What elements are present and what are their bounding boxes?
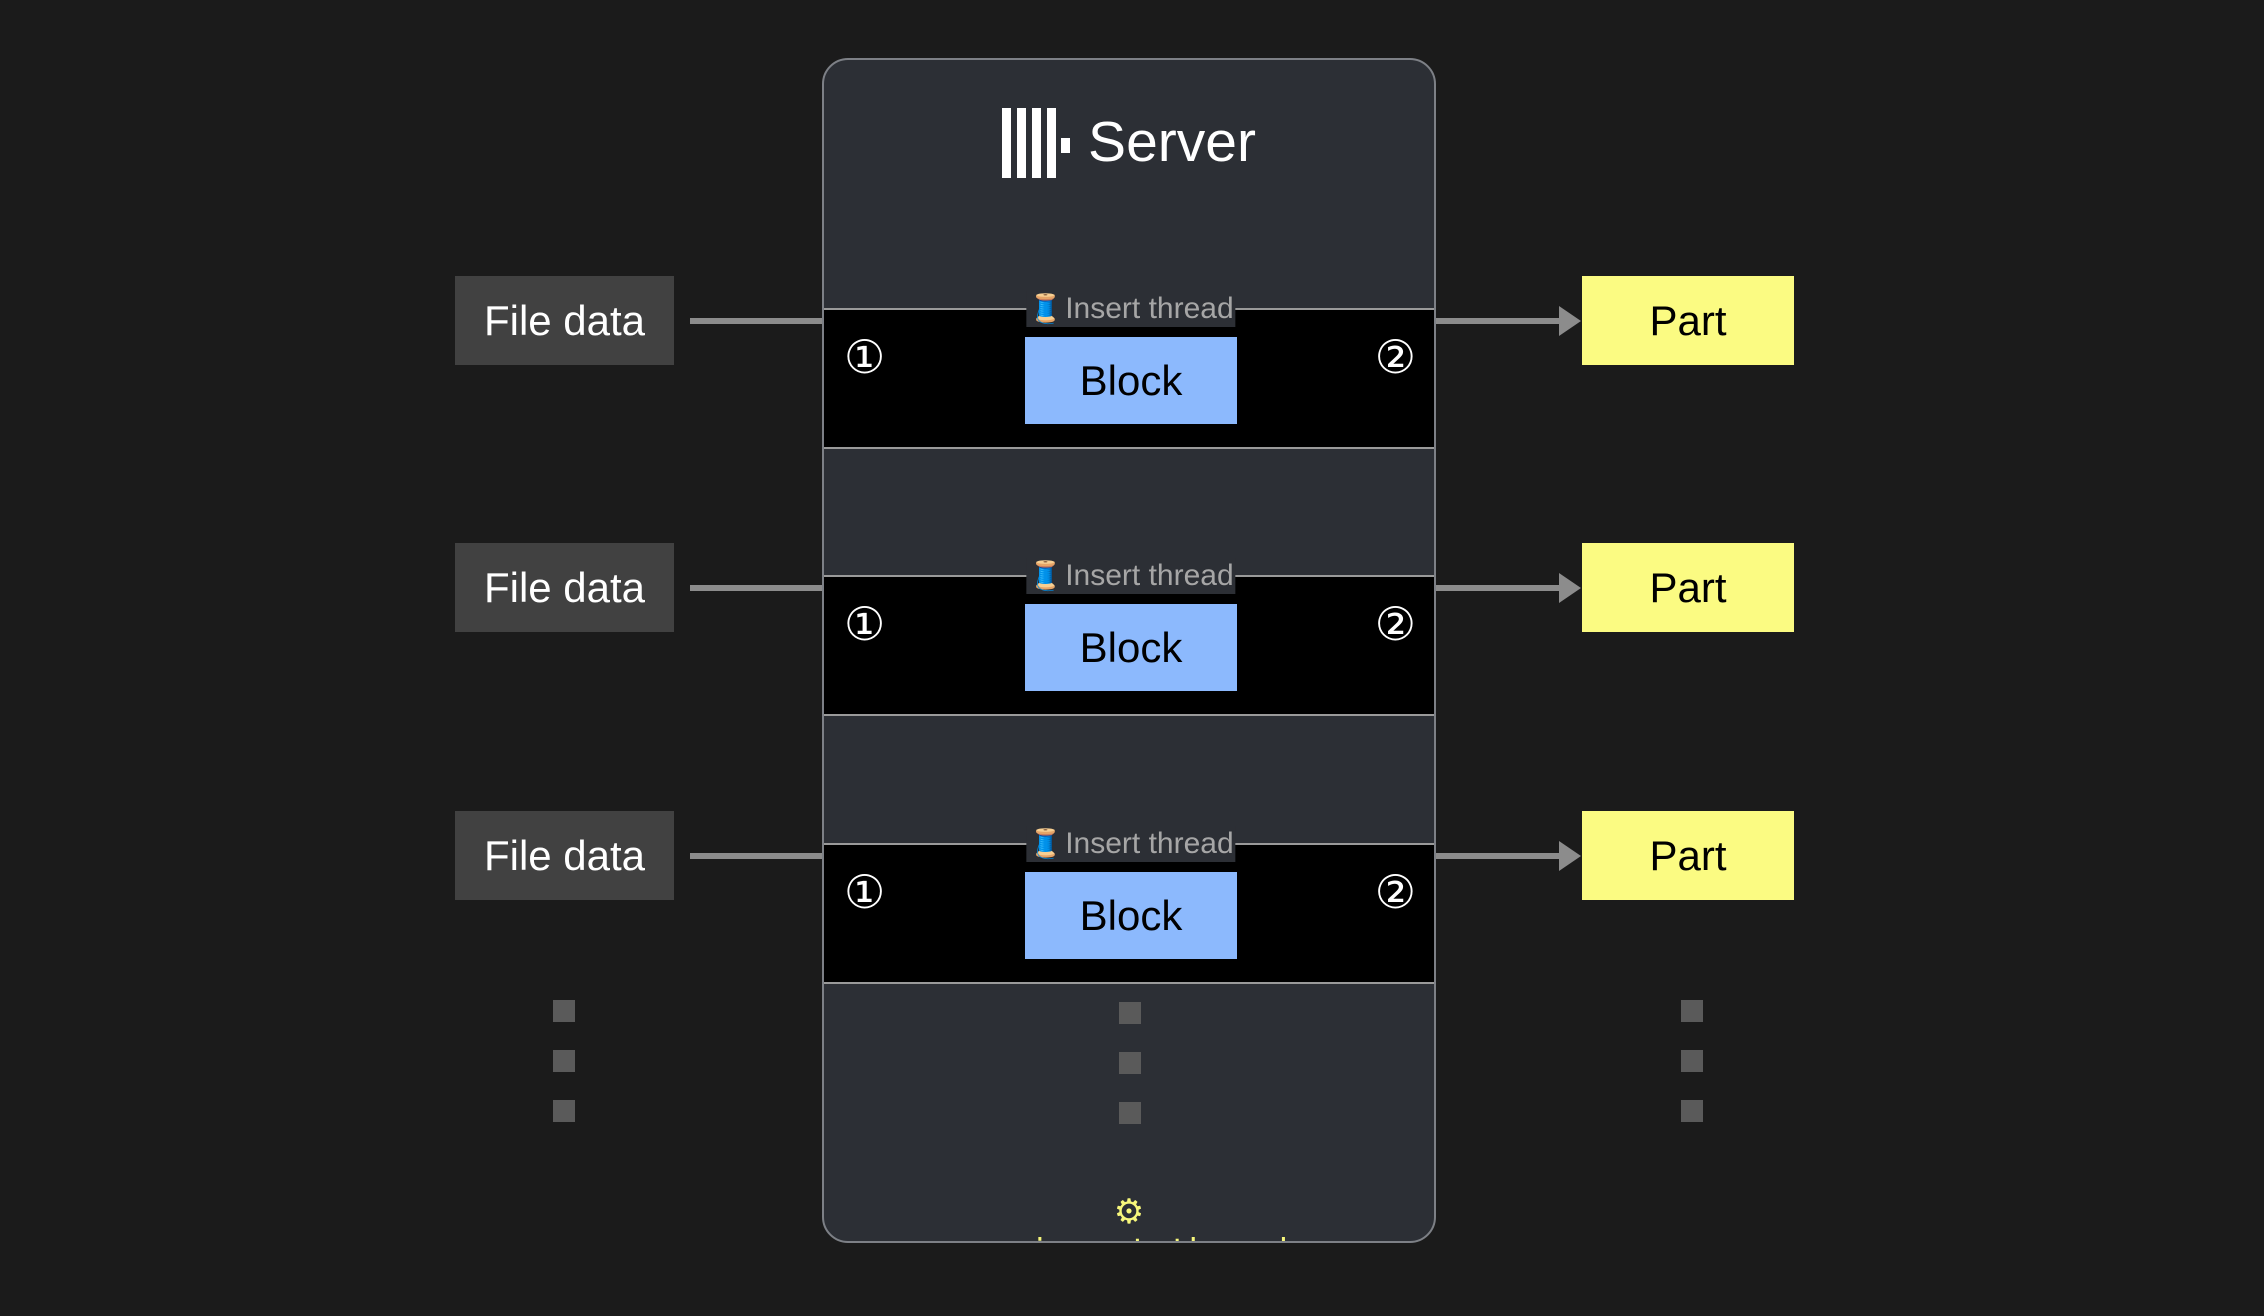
server-panel: Server 🧵 Insert thread ① ② Block 🧵 Inser… [822, 58, 1436, 1243]
block-node-2: Block [1025, 604, 1237, 691]
insert-thread-legend-1: 🧵 Insert thread [1026, 291, 1236, 327]
ellipsis-dot [1119, 1002, 1141, 1024]
server-title: Server [1088, 110, 1256, 174]
file-data-node-3: File data [455, 811, 674, 900]
ellipsis-dot [553, 1000, 575, 1022]
insert-thread-label: Insert thread [1065, 292, 1234, 325]
part-node-3: Part [1582, 811, 1794, 900]
step-marker-1-in: ① [844, 330, 886, 384]
setting-footer: ⚙ max_insert_threads [824, 1193, 1434, 1241]
ellipsis-dot [1681, 1000, 1703, 1022]
step-marker-2-out: ② [1374, 597, 1416, 651]
insert-thread-label: Insert thread [1065, 827, 1234, 860]
ellipsis-dot [553, 1100, 575, 1122]
block-label: Block [1079, 623, 1183, 671]
file-data-node-1: File data [455, 276, 674, 365]
ellipsis-dot [1681, 1100, 1703, 1122]
block-node-3: Block [1025, 872, 1237, 959]
block-node-1: Block [1025, 337, 1237, 424]
part-label: Part [1649, 563, 1727, 611]
part-node-2: Part [1582, 543, 1794, 632]
ellipsis-right [1681, 1000, 1703, 1122]
step-marker-3-out: ② [1374, 865, 1416, 919]
thread-spool-icon: 🧵 [1028, 560, 1064, 591]
step-marker-1-out: ② [1374, 330, 1416, 384]
step-marker-3-in: ① [844, 865, 886, 919]
file-data-label: File data [483, 831, 646, 879]
thread-spool-icon: 🧵 [1028, 293, 1064, 324]
insert-thread-legend-2: 🧵 Insert thread [1026, 558, 1236, 594]
ellipsis-left [553, 1000, 575, 1122]
file-data-label: File data [483, 296, 646, 344]
block-label: Block [1079, 356, 1183, 404]
insert-thread-box-2: 🧵 Insert thread ① ② Block [824, 558, 1434, 716]
file-data-node-2: File data [455, 543, 674, 632]
insert-thread-box-1: 🧵 Insert thread ① ② Block [824, 291, 1434, 449]
ellipsis-dot [553, 1050, 575, 1072]
part-label: Part [1649, 296, 1727, 344]
insert-thread-legend-3: 🧵 Insert thread [1026, 826, 1236, 862]
part-node-1: Part [1582, 276, 1794, 365]
thread-spool-icon: 🧵 [1028, 828, 1064, 859]
step-marker-2-in: ① [844, 597, 886, 651]
ellipsis-dot [1119, 1102, 1141, 1124]
clickhouse-logo-icon [1002, 107, 1071, 178]
ellipsis-center [1119, 1002, 1141, 1124]
server-header: Server [824, 60, 1434, 225]
setting-name-label: max_insert_threads [950, 1232, 1308, 1241]
insert-thread-box-3: 🧵 Insert thread ① ② Block [824, 826, 1434, 984]
file-data-label: File data [483, 563, 646, 611]
block-label: Block [1079, 891, 1183, 939]
part-label: Part [1649, 831, 1727, 879]
ellipsis-dot [1119, 1052, 1141, 1074]
gear-icon: ⚙ [1113, 1193, 1145, 1231]
insert-thread-label: Insert thread [1065, 559, 1234, 592]
ellipsis-dot [1681, 1050, 1703, 1072]
